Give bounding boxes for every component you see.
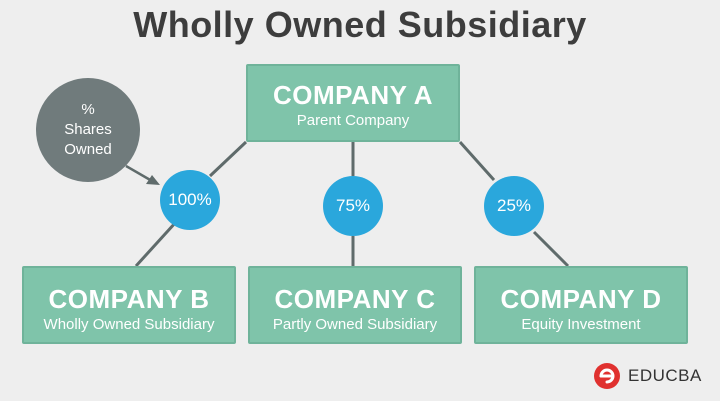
legend-line-owned: Owned xyxy=(64,141,112,158)
connector-a-to-d-circle xyxy=(458,140,496,182)
connector-a-to-b-circle xyxy=(208,140,248,178)
connector-b-circle-to-box xyxy=(134,220,178,268)
company-c-role: Partly Owned Subsidiary xyxy=(272,316,438,333)
company-b-box: COMPANY B Wholly Owned Subsidiary xyxy=(22,266,236,344)
company-a-role: Parent Company xyxy=(296,112,410,129)
page-title: Wholly Owned Subsidiary xyxy=(133,4,587,45)
legend-arrow-line xyxy=(125,164,153,183)
educba-logo: EDUCBA xyxy=(592,360,702,392)
legend-arrow-head xyxy=(146,175,160,185)
company-b-role: Wholly Owned Subsidiary xyxy=(43,316,215,333)
legend-line-shares: Shares xyxy=(64,121,112,138)
company-b-name: COMPANY B xyxy=(48,284,210,314)
company-d-name: COMPANY D xyxy=(500,284,662,314)
educba-logo-icon xyxy=(594,363,620,389)
company-d-box: COMPANY D Equity Investment xyxy=(474,266,688,344)
shares-owned-legend: % Shares Owned xyxy=(36,78,140,182)
educba-logo-text: EDUCBA xyxy=(628,366,702,385)
share-circle-b: 100% xyxy=(160,170,220,230)
company-d-role: Equity Investment xyxy=(521,316,641,333)
connector-d-circle-to-box xyxy=(532,230,570,268)
legend-line-percent: % xyxy=(81,101,95,118)
company-c-box: COMPANY C Partly Owned Subsidiary xyxy=(248,266,462,344)
share-circle-d: 25% xyxy=(484,176,544,236)
company-a-name: COMPANY A xyxy=(272,80,434,110)
company-a-box: COMPANY A Parent Company xyxy=(246,64,460,142)
company-c-name: COMPANY C xyxy=(274,284,436,314)
share-circle-c: 75% xyxy=(323,176,383,236)
